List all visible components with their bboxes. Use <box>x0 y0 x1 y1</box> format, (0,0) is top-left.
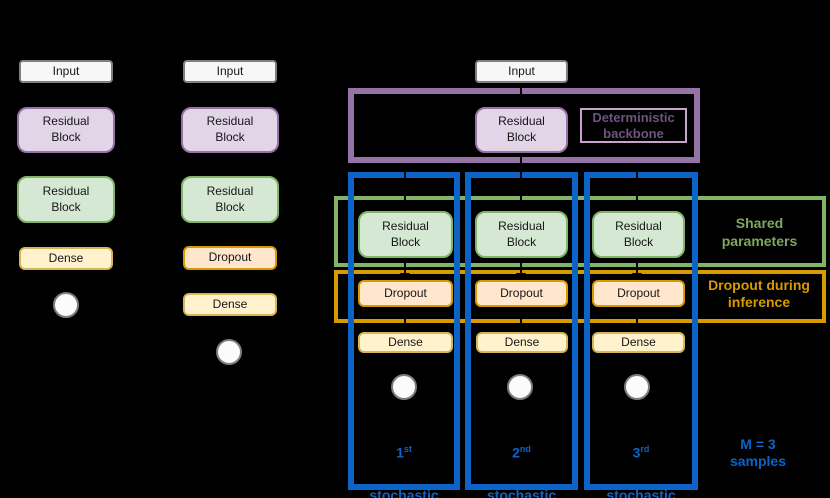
samples-count-label: M = 3 samples <box>729 436 787 469</box>
arrowhead <box>61 169 71 176</box>
connector-line <box>65 83 67 107</box>
output-node <box>507 374 533 400</box>
residual-block-node: Residual Block <box>181 176 279 223</box>
dropout-node: Dropout <box>358 280 453 307</box>
dropout-during-inference-label: Dropout during inference <box>708 277 810 310</box>
residual-block-node: Residual Block <box>181 107 279 153</box>
arrowhead <box>400 273 410 280</box>
connector-line <box>520 83 522 107</box>
arrowhead <box>632 367 642 374</box>
dense-node: Dense <box>476 332 568 353</box>
dense-node: Dense <box>19 247 113 270</box>
connector-line <box>229 153 231 176</box>
arrowhead <box>400 367 410 374</box>
residual-block-node: Residual Block <box>17 176 115 223</box>
arrowhead <box>61 285 71 292</box>
arrowhead <box>225 169 235 176</box>
connector-line <box>636 307 638 332</box>
connector-line <box>404 166 406 211</box>
branch-label-2: 2nd stochastic branch <box>465 418 578 498</box>
branch-caption-text: stochastic branch <box>369 486 439 498</box>
shared-parameters-container <box>334 196 826 267</box>
branch-ordinal: 2nd <box>512 444 531 461</box>
dense-node: Dense <box>358 332 453 353</box>
connector-line <box>404 258 406 280</box>
residual-block-node: Residual Block <box>358 211 453 258</box>
connector-line <box>65 223 67 247</box>
dropout-node: Dropout <box>475 280 568 307</box>
deterministic-backbone-container <box>348 88 700 163</box>
shared-parameters-label: Shared parameters <box>721 215 798 249</box>
connector-line <box>229 83 231 107</box>
branch-label-3: 3rd stochastic branch <box>584 418 698 498</box>
connector-line <box>229 223 231 246</box>
residual-block-node: Residual Block <box>475 211 568 258</box>
arrowhead <box>225 239 235 246</box>
arrowhead <box>516 325 526 332</box>
connector-line <box>520 166 522 211</box>
arrowhead <box>225 332 235 339</box>
connector-line <box>520 258 522 280</box>
arrowhead <box>61 240 71 247</box>
connector-line <box>404 353 406 374</box>
connector-line <box>404 307 406 332</box>
dropout-node: Dropout <box>592 280 685 307</box>
arrowhead <box>61 100 71 107</box>
arrowhead <box>225 286 235 293</box>
arrowhead <box>632 325 642 332</box>
arrowhead <box>632 204 642 211</box>
dense-node: Dense <box>183 293 277 316</box>
connector-line <box>520 153 522 167</box>
stochastic-branch-outline-3 <box>584 172 698 490</box>
output-node <box>624 374 650 400</box>
arrowhead <box>225 100 235 107</box>
output-node <box>216 339 242 365</box>
output-node <box>391 374 417 400</box>
branch-caption-text: stochastic branch <box>486 486 557 498</box>
arrowhead <box>516 273 526 280</box>
dense-node: Dense <box>592 332 685 353</box>
connector-line <box>229 270 231 293</box>
connector-line <box>229 316 231 339</box>
residual-block-node: Residual Block <box>592 211 685 258</box>
connector-line <box>65 153 67 176</box>
branch-ordinal: 3rd <box>632 444 650 461</box>
deterministic-backbone-label: Deterministic backbone <box>580 108 687 143</box>
branch-label-1: 1st stochastic branch <box>348 418 460 498</box>
connector-line <box>520 353 522 374</box>
arrowhead <box>400 325 410 332</box>
residual-block-node: Residual Block <box>475 107 568 153</box>
arrowhead <box>632 273 642 280</box>
arrowhead <box>516 204 526 211</box>
connector-line <box>636 258 638 280</box>
arrowhead <box>516 100 526 107</box>
input-node: Input <box>19 60 113 83</box>
branch-caption-text: stochastic branch <box>606 486 676 498</box>
input-node: Input <box>475 60 568 83</box>
arrowhead <box>400 204 410 211</box>
branch-ordinal: 1st <box>396 444 412 461</box>
dropout-node: Dropout <box>183 246 277 270</box>
connector-line <box>636 353 638 374</box>
arrowhead <box>516 367 526 374</box>
residual-block-node: Residual Block <box>17 107 115 153</box>
connector-line <box>636 166 638 211</box>
dropout-inference-container <box>334 270 826 323</box>
connector-line <box>520 307 522 332</box>
output-node <box>53 292 79 318</box>
connector-line <box>65 270 67 292</box>
input-node: Input <box>183 60 277 83</box>
